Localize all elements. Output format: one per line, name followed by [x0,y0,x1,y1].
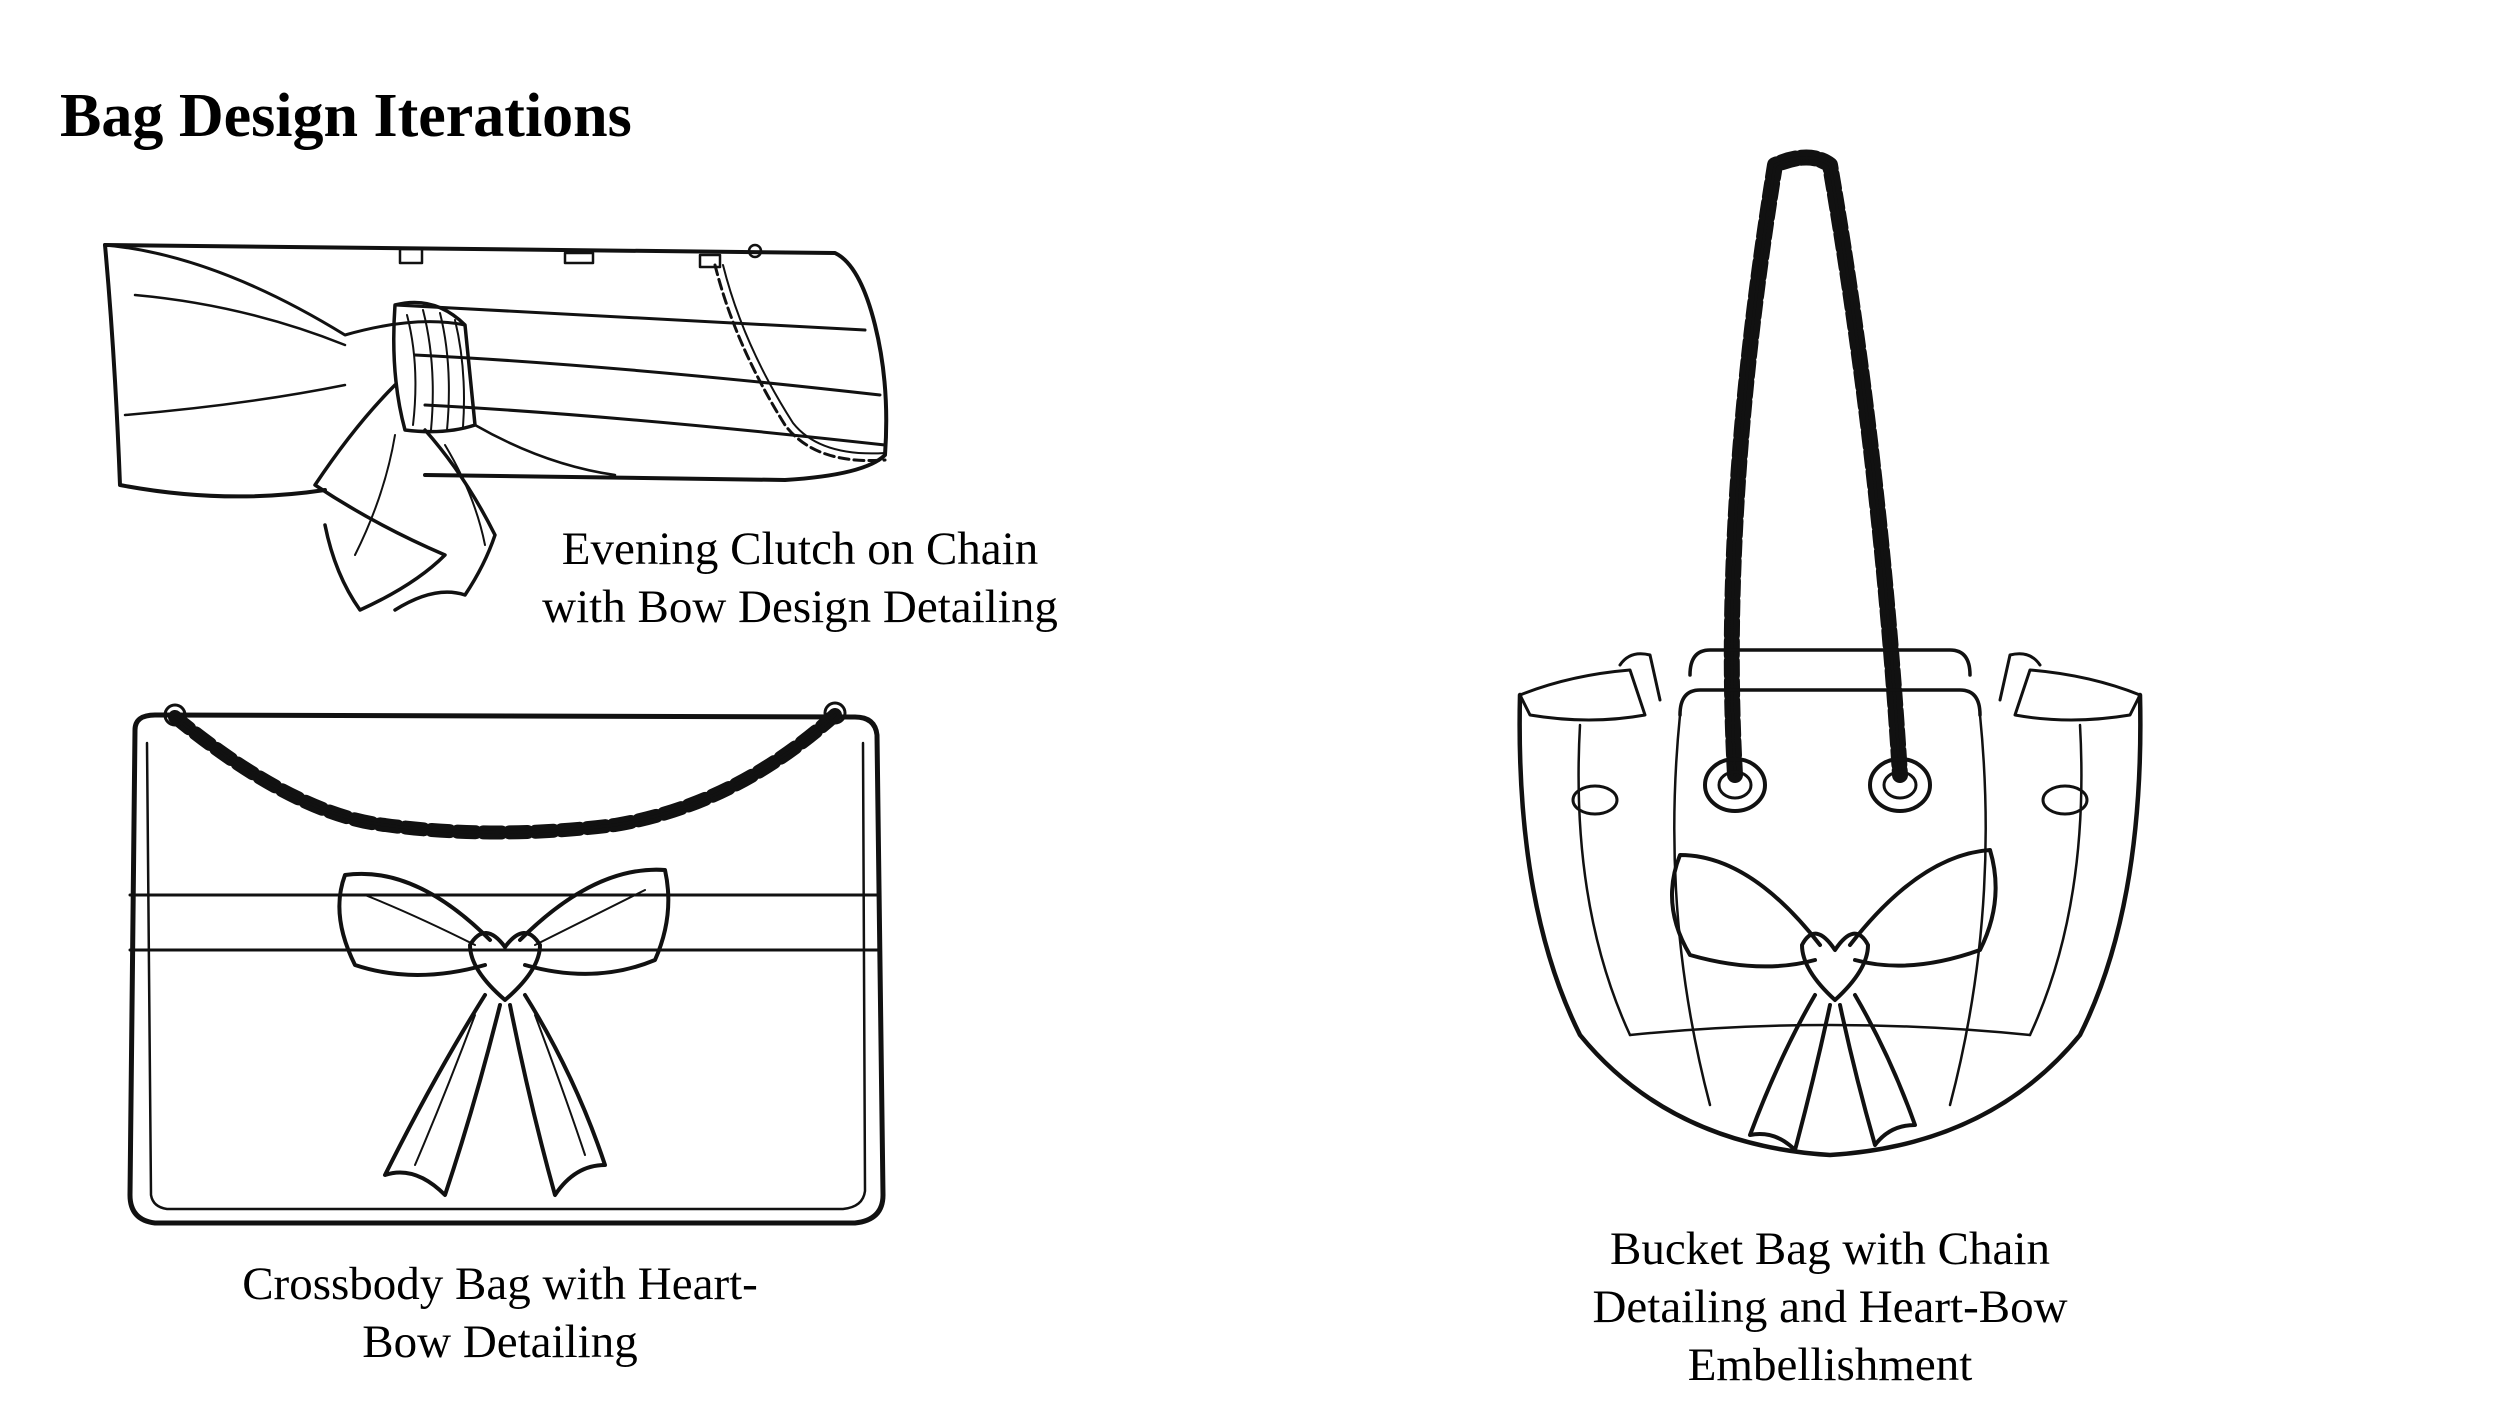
caption-line: Detailing and Heart-Bow [1592,1281,2068,1333]
caption-line: Embellishment [1687,1339,1973,1391]
bucket-bag-sketch [1517,149,2143,1158]
caption-line: Bow Detailing [362,1316,638,1368]
crossbody-bag-sketch [127,701,886,1226]
page-title: Bag Design Iterations [60,82,632,150]
evening-clutch-caption: Evening Clutch on Chain with Bow Design … [530,520,1070,636]
caption-line: Evening Clutch on Chain [561,523,1039,575]
crossbody-bag-caption: Crossbody Bag with Heart- Bow Detailing [210,1255,790,1371]
evening-clutch-sketch [103,243,889,612]
caption-line: with Bow Design Detailing [542,581,1058,633]
caption-line: Bucket Bag with Chain [1610,1223,2050,1275]
bucket-bag-caption: Bucket Bag with Chain Detailing and Hear… [1560,1220,2100,1394]
caption-line: Crossbody Bag with Heart- [242,1258,758,1310]
